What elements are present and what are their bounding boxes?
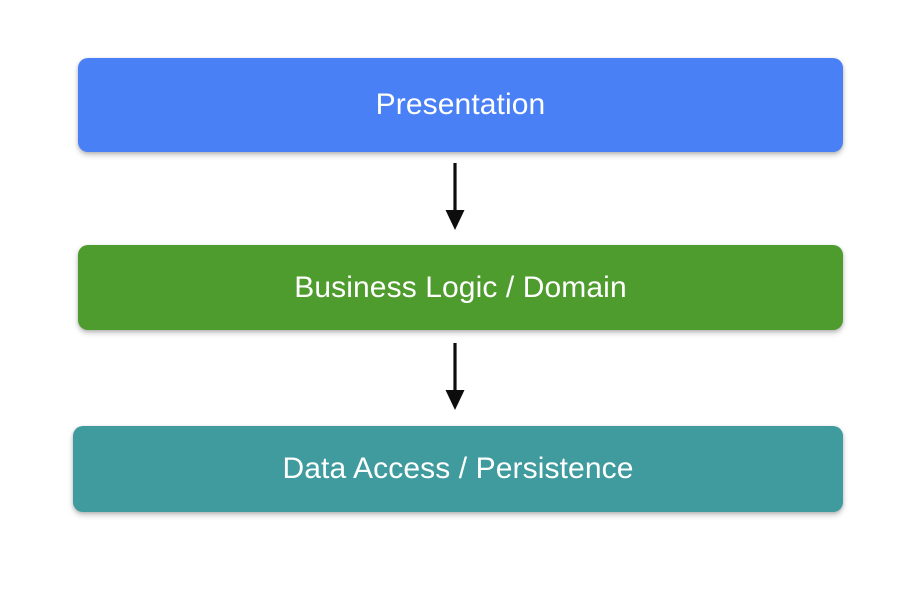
- layer-label-data-access: Data Access / Persistence: [282, 452, 634, 485]
- layer-box-presentation[interactable]: Presentation: [78, 58, 843, 152]
- arrow-presentation-to-business-icon: [445, 163, 465, 230]
- arrow-business-to-data-icon: [445, 343, 465, 410]
- layer-box-business-logic[interactable]: Business Logic / Domain: [78, 245, 843, 330]
- layer-box-data-access[interactable]: Data Access / Persistence: [73, 426, 843, 512]
- layer-label-presentation: Presentation: [375, 88, 546, 121]
- layer-label-business-logic: Business Logic / Domain: [294, 270, 627, 304]
